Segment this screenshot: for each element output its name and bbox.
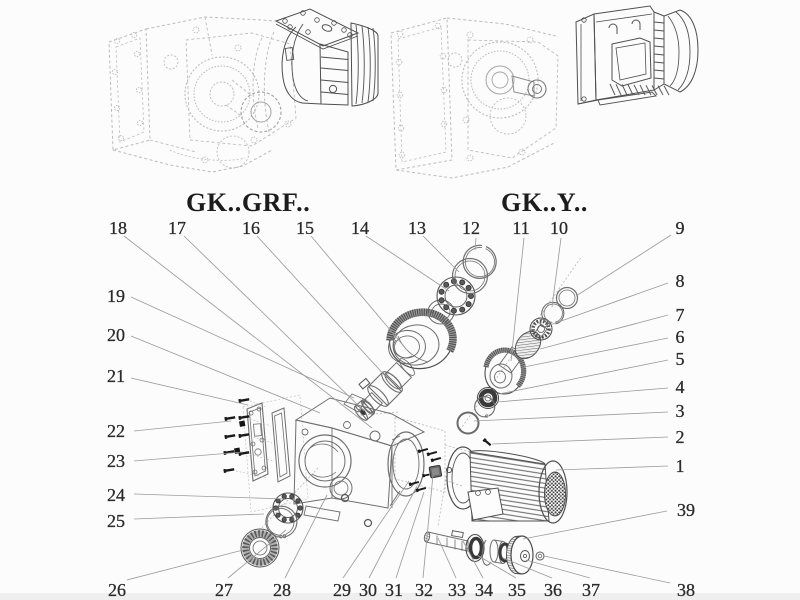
svg-text:31: 31 (385, 580, 403, 600)
svg-text:20: 20 (107, 325, 125, 345)
svg-text:2: 2 (676, 427, 685, 447)
svg-text:3: 3 (676, 401, 685, 421)
svg-text:19: 19 (107, 286, 125, 306)
svg-text:12: 12 (462, 218, 480, 238)
svg-text:38: 38 (677, 580, 695, 600)
svg-text:18: 18 (109, 218, 127, 238)
svg-text:8: 8 (676, 271, 685, 291)
svg-text:27: 27 (215, 580, 233, 600)
svg-text:GK..Y..: GK..Y.. (501, 188, 588, 217)
svg-text:36: 36 (544, 580, 562, 600)
svg-text:24: 24 (107, 485, 125, 505)
svg-text:23: 23 (107, 451, 125, 471)
svg-text:17: 17 (168, 218, 186, 238)
svg-text:4: 4 (676, 377, 685, 397)
svg-text:30: 30 (359, 580, 377, 600)
svg-text:6: 6 (676, 327, 685, 347)
svg-text:14: 14 (351, 218, 369, 238)
svg-text:16: 16 (242, 218, 260, 238)
svg-text:GK..GRF..: GK..GRF.. (186, 188, 310, 217)
svg-text:15: 15 (296, 218, 314, 238)
svg-text:22: 22 (107, 421, 125, 441)
svg-text:26: 26 (108, 580, 126, 600)
svg-text:13: 13 (408, 218, 426, 238)
svg-text:34: 34 (475, 580, 493, 600)
svg-text:33: 33 (448, 580, 466, 600)
svg-text:28: 28 (273, 580, 291, 600)
svg-text:5: 5 (676, 349, 685, 369)
svg-text:37: 37 (582, 580, 600, 600)
svg-text:21: 21 (107, 366, 125, 386)
svg-text:25: 25 (107, 511, 125, 531)
svg-text:32: 32 (415, 580, 433, 600)
svg-text:29: 29 (333, 580, 351, 600)
svg-text:10: 10 (550, 218, 568, 238)
svg-text:1: 1 (676, 456, 685, 476)
svg-text:11: 11 (512, 218, 529, 238)
svg-text:9: 9 (676, 218, 685, 238)
svg-text:7: 7 (676, 305, 685, 325)
svg-text:35: 35 (508, 580, 526, 600)
svg-text:39: 39 (677, 500, 695, 520)
